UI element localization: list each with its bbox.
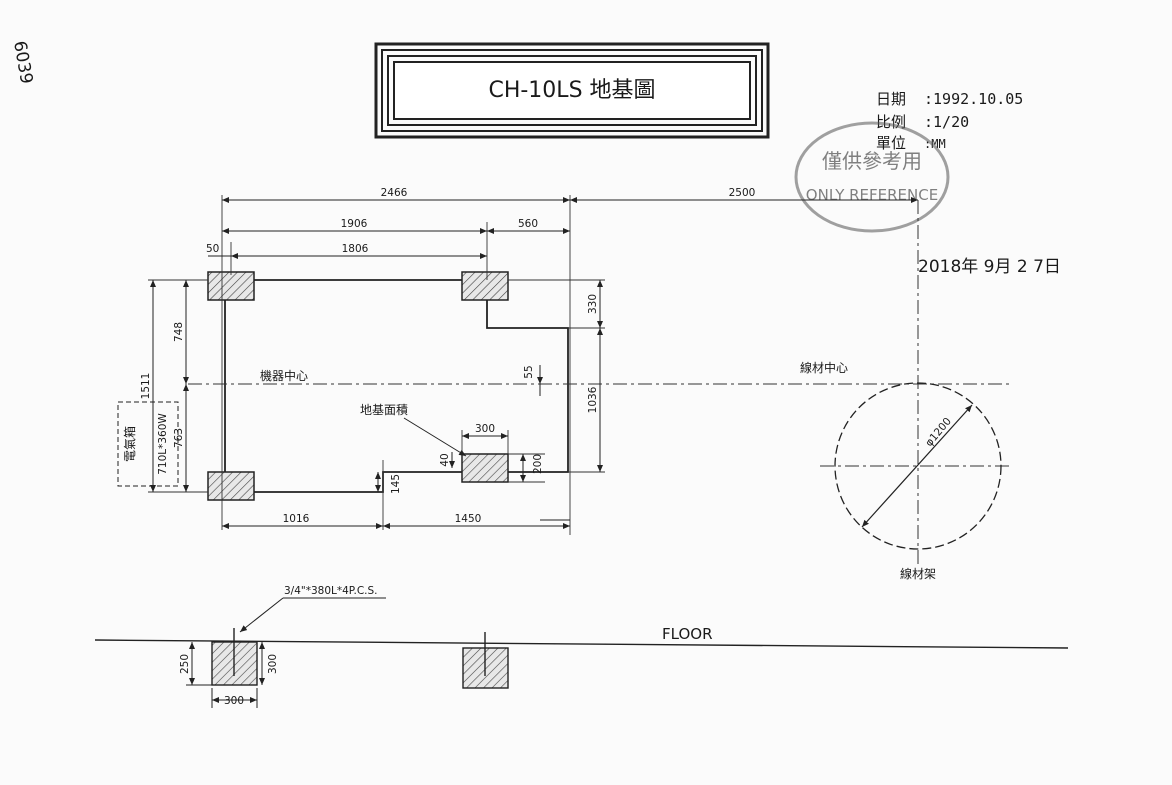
dim-2500: 2500: [729, 187, 756, 199]
dim-560: 560: [518, 218, 538, 230]
dim-330: 330: [587, 294, 599, 314]
foundation-area-label: 地基面積: [360, 402, 408, 417]
dim-40: 40: [439, 453, 451, 466]
dim-1906: 1906: [341, 218, 368, 230]
dim-300-width: 300: [224, 695, 244, 707]
dim-1806: 1806: [342, 243, 369, 255]
dim-1016: 1016: [283, 513, 310, 525]
pad-top-left: [207, 271, 255, 301]
machine-center-label: 機器中心: [260, 368, 308, 383]
dim-50: 50: [206, 243, 219, 255]
foundation-outline: [224, 279, 569, 493]
dim-1036: 1036: [587, 386, 599, 413]
anchor-pads: [207, 271, 509, 501]
dim-200: 200: [532, 454, 544, 474]
electric-box: 電氣箱 710L*360W: [117, 401, 179, 487]
dim-145: 145: [390, 474, 402, 494]
dim-300-depth: 300: [267, 654, 279, 674]
dim-1511: 1511: [140, 373, 152, 400]
bolt-spec: 3/4"*380L*4P.C.S.: [284, 585, 378, 597]
electric-box-size: 710L*360W: [157, 413, 169, 475]
info-block: 日期 :1992.10.05 比例 :1/20 單位 :MM: [876, 90, 1023, 152]
section-foundation-right: [462, 632, 509, 689]
scale-value: :1/20: [924, 113, 969, 131]
floor-label: FLOOR: [662, 625, 713, 643]
wire-rack-circle: [834, 382, 1002, 550]
dim-763: 763: [173, 428, 185, 448]
date-value: :1992.10.05: [924, 90, 1023, 108]
electric-box-label: 電氣箱: [122, 426, 137, 462]
dim-748: 748: [173, 322, 185, 342]
pad-bottom-left: [207, 471, 255, 501]
reference-stamp: 僅供參考用 ONLY REFERENCE: [794, 121, 950, 233]
wire-center-label: 線材中心: [800, 360, 848, 375]
pad-bottom-center: [461, 453, 509, 483]
dim-1450: 1450: [455, 513, 482, 525]
drawing-title: CH-10LS 地基圖: [488, 78, 655, 103]
title-block: CH-10LS 地基圖: [374, 42, 770, 139]
unit-label: 單位: [876, 134, 906, 152]
rack-diameter-line: [861, 404, 973, 528]
section-foundation-left: [211, 628, 258, 686]
dim-250: 250: [179, 654, 191, 674]
wire-rack-label: 線材架: [900, 566, 936, 581]
dim-2466: 2466: [381, 187, 408, 199]
pad-top-right: [461, 271, 509, 301]
margin-note: 6039: [9, 39, 36, 85]
stamp-date: 2018年 9月 2 7日: [918, 257, 1061, 277]
stamp-line1: 僅供參考用: [822, 149, 922, 173]
dim-55: 55: [523, 365, 535, 378]
dim-1200: φ1200: [923, 415, 954, 448]
dim-300: 300: [475, 423, 495, 435]
date-label: 日期: [876, 90, 906, 108]
foundation-area-leader: [403, 417, 467, 457]
